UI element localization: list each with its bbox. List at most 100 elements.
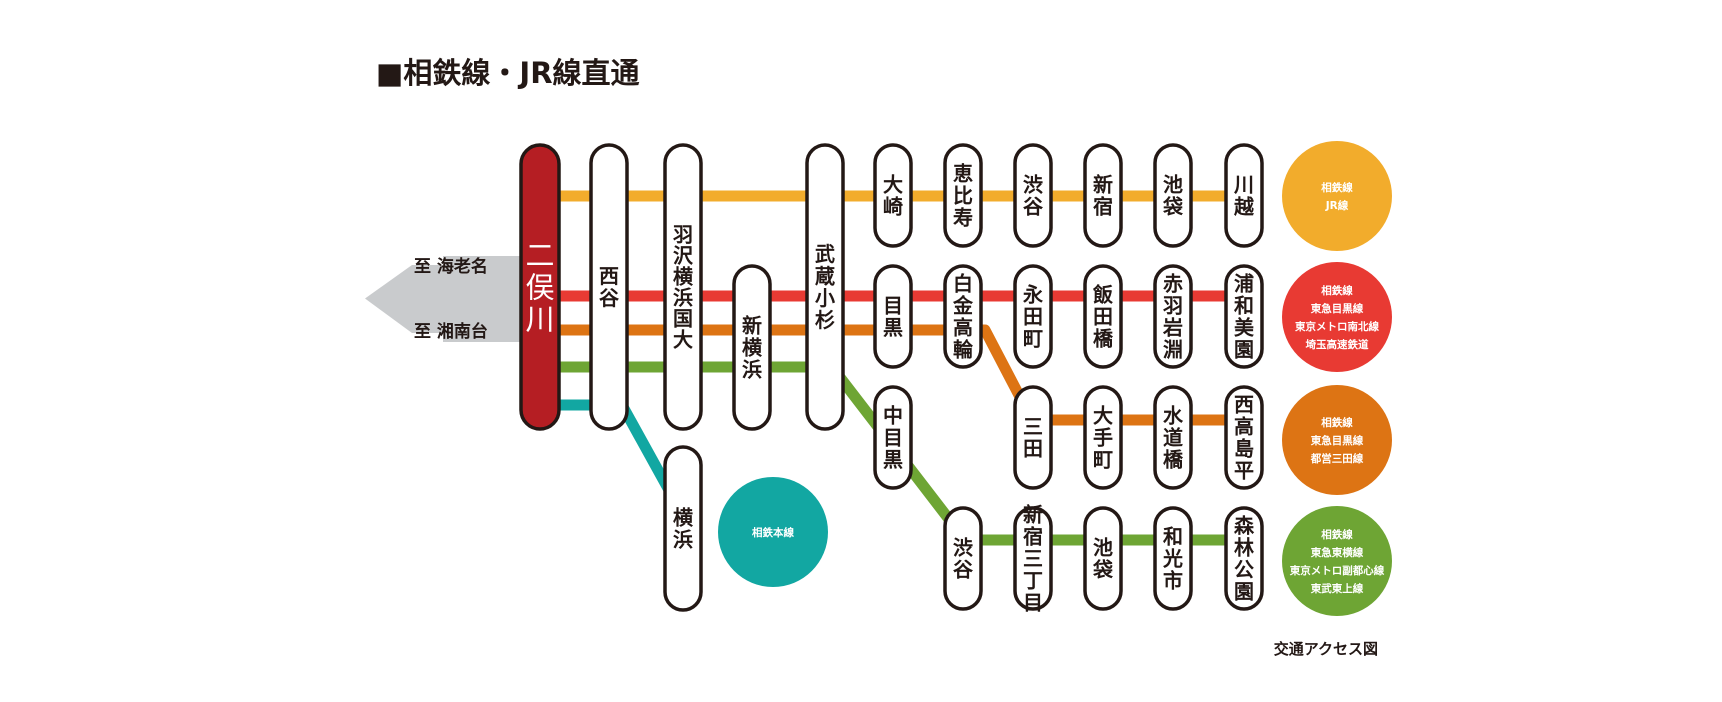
station-marker: [663, 445, 703, 612]
station-name: 横浜: [673, 506, 694, 552]
station-name: 西高島平: [1234, 393, 1254, 483]
station-name: 新横浜: [742, 314, 763, 382]
station-name: 水道橋: [1163, 404, 1184, 472]
station-name: 二俣川: [525, 238, 554, 336]
station-nakameguro: 中目黒: [873, 385, 913, 490]
diagram-caption: 交通アクセス図: [1274, 640, 1378, 658]
station-name: 白金高輪: [952, 272, 974, 362]
legend-line-name: 相鉄本線: [752, 526, 794, 539]
station-marker: [1083, 506, 1123, 611]
station-nishiya: 西谷: [589, 143, 629, 431]
legend-line-name: JR線: [1325, 199, 1349, 212]
station-marker: [1083, 385, 1123, 490]
station-marker: [1153, 264, 1193, 369]
station-shinjukusanchome: 新宿三丁目: [1013, 503, 1053, 615]
station-name: 羽沢横浜国大: [673, 223, 694, 352]
station-marker: [732, 264, 772, 431]
legend-circle: [1282, 506, 1392, 616]
station-marker: [873, 264, 913, 369]
direction-arrow-shape: [365, 256, 521, 342]
legend: 相鉄線JR線相鉄線東急目黒線東京メトロ南北線埼玉高速鉄道相鉄線東急目黒線都営三田…: [718, 141, 1392, 616]
legend-line-name: 東急目黒線: [1311, 302, 1364, 315]
station-name: 浦和美園: [1234, 272, 1255, 362]
station-marker: [1224, 506, 1264, 611]
station-marker: [1224, 143, 1264, 248]
station-nishitakashimadaira: 西高島平: [1224, 385, 1264, 490]
legend-line-name: 東急目黒線: [1311, 434, 1364, 447]
legend-main: 相鉄本線: [718, 477, 828, 587]
direction-to-ebina: 至 海老名: [414, 256, 488, 277]
station-marker: [943, 264, 983, 369]
legend-circle: [1282, 141, 1392, 251]
station-marker: [1153, 506, 1193, 611]
station-marker: [1013, 385, 1053, 490]
station-osaki: 大崎: [873, 143, 913, 248]
station-name: 渋谷: [1023, 173, 1044, 219]
station-akabaneiwabuchi: 赤羽岩淵: [1153, 264, 1193, 369]
station-shinyokohama: 新横浜: [732, 264, 772, 431]
station-name: 川越: [1233, 173, 1255, 219]
station-otemachi: 大手町: [1083, 385, 1123, 490]
station-name: 目黒: [883, 294, 903, 340]
station-name: 和光市: [1162, 525, 1183, 593]
station-name: 大崎: [883, 173, 903, 219]
station-marker: [1153, 143, 1193, 248]
legend-jr: 相鉄線 JR線: [1282, 141, 1392, 251]
station-marker: [1224, 264, 1264, 369]
legend-line-name: 相鉄線: [1321, 284, 1353, 297]
station-suidobashi: 水道橋: [1153, 385, 1193, 490]
legend-line-name: 都営三田線: [1310, 452, 1364, 465]
station-marker: [589, 143, 629, 431]
legend-line-name: 相鉄線: [1321, 416, 1353, 429]
station-mita: 三田: [1013, 385, 1053, 490]
station-marker: [943, 143, 983, 248]
station-marker: [873, 143, 913, 248]
station-ebisu: 恵比寿: [943, 143, 983, 248]
station-shinrinkoen: 森林公園: [1224, 506, 1264, 611]
station-shinjuku: 新宿: [1083, 143, 1123, 248]
station-wakoshi: 和光市: [1153, 506, 1193, 611]
station-name: 新宿三丁目: [1023, 503, 1043, 615]
station-name: 飯田橋: [1092, 283, 1114, 351]
mita-line: [560, 324, 1240, 426]
diagram-title: ■相鉄線・JR線直通: [376, 56, 640, 90]
station-name: 西谷: [599, 264, 620, 310]
legend-line-name: 埼玉高速鉄道: [1306, 338, 1369, 351]
station-marker: [805, 143, 845, 431]
station-name: 永田町: [1022, 283, 1043, 351]
station-name: 新宿: [1093, 173, 1113, 219]
station-marker: [1013, 264, 1053, 369]
station-iidabashi: 飯田橋: [1083, 264, 1123, 369]
station-musashikosugi: 武蔵小杉: [805, 143, 845, 431]
station-marker: [1083, 143, 1123, 248]
station-marker: [1224, 385, 1264, 490]
station-name: 赤羽岩淵: [1162, 272, 1183, 362]
station-marker: [943, 506, 983, 611]
station-name: 森林公園: [1234, 514, 1255, 604]
station-urawamisono: 浦和美園: [1224, 264, 1264, 369]
station-name: 大手町: [1093, 404, 1113, 472]
legend-line-name: 相鉄線: [1321, 181, 1353, 194]
station-futamatagawa: 二俣川: [519, 143, 561, 431]
station-marker: [1083, 264, 1123, 369]
legend-line-name: 東武東上線: [1311, 582, 1364, 595]
station-meguro: 目黒: [873, 264, 913, 369]
legend-line-name: 東京メトロ南北線: [1295, 320, 1379, 333]
station-name: 武蔵小杉: [815, 242, 835, 332]
station-shirokanetakanawa: 白金高輪: [943, 264, 983, 369]
station-ikebukuro: 池袋: [1083, 506, 1123, 611]
station-marker: [873, 385, 913, 490]
legend-circle: [1282, 262, 1392, 372]
station-hazawa: 羽沢横浜国大: [663, 143, 703, 431]
station-marker: [663, 143, 703, 431]
station-marker: [1013, 506, 1053, 611]
direction-arrow: 至 海老名 至 湘南台: [365, 256, 521, 342]
legend-line-name: 東急東横線: [1311, 546, 1364, 559]
station-name: 恵比寿: [953, 162, 973, 230]
legend-circle: [1282, 385, 1392, 495]
direction-to-shonandai: 至 湘南台: [414, 321, 488, 342]
